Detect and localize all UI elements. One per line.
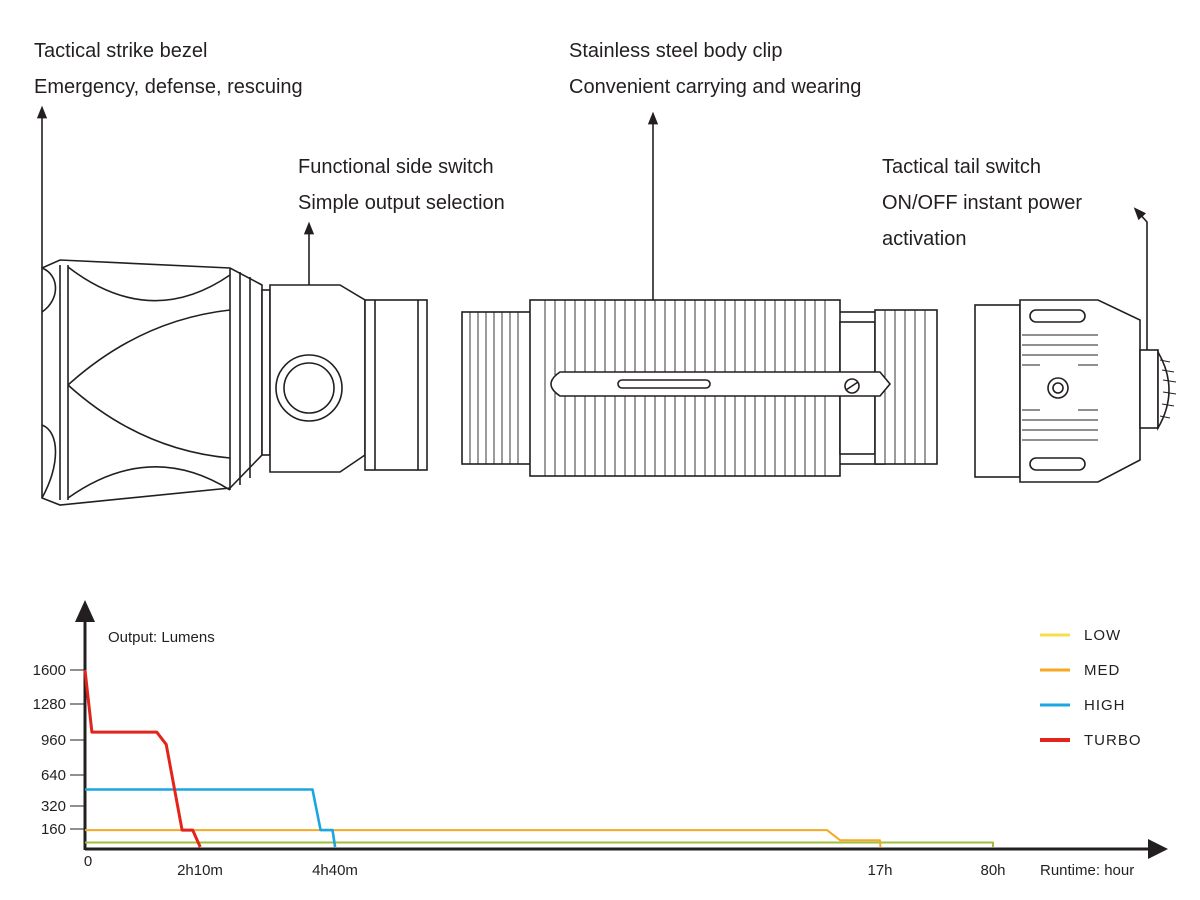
series-line-high: [85, 788, 337, 848]
x-tick-label: 17h: [867, 862, 892, 879]
chart-legend: LOW MED HIGH TURBO: [1040, 627, 1142, 749]
x-tick-label: 4h40m: [312, 862, 358, 879]
callout-tail-switch: Tactical tail switch ON/OFF instant powe…: [882, 149, 1082, 257]
head-section: [41, 259, 428, 506]
series-line-med: [85, 829, 882, 848]
y-tick-label: 1600: [33, 662, 66, 679]
x-tick-label: 0: [84, 853, 92, 870]
callout-body-clip-title: Stainless steel body clip: [569, 40, 783, 62]
series-line-turbo: [83, 669, 202, 848]
callout-side-switch-title: Functional side switch: [298, 156, 494, 178]
x-axis-label: Runtime: hour: [1040, 862, 1134, 879]
callout-tail-switch-desc: ON/OFF instant power: [882, 192, 1083, 214]
callout-body-clip: Stainless steel body clip Convenient car…: [569, 33, 861, 105]
y-tick-label: 1280: [33, 696, 66, 713]
series-lines: [83, 669, 994, 848]
tail-switch-arrow: [1133, 207, 1148, 355]
y-axis-arrow: [75, 600, 95, 622]
x-tick-label: 80h: [980, 862, 1005, 879]
body-clip: [550, 371, 892, 397]
legend-label-med: MED: [1084, 662, 1120, 679]
series-line-low: [85, 841, 994, 847]
legend-label-high: HIGH: [1084, 697, 1126, 714]
y-tick-label: 320: [41, 798, 66, 815]
callout-bezel-desc: Emergency, defense, rescuing: [34, 76, 303, 98]
y-tick-label: 960: [41, 732, 66, 749]
legend-label-low: LOW: [1084, 627, 1121, 644]
callout-tail-switch-title: Tactical tail switch: [882, 156, 1041, 178]
chart-axes: [75, 600, 1168, 859]
x-ticks: 0 2h10m 4h40m 17h 80h: [84, 853, 1006, 879]
callout-tail-switch-desc-2: activation: [882, 228, 967, 250]
x-axis-arrow: [1148, 839, 1168, 859]
y-tick-label: 160: [41, 821, 66, 838]
flashlight-illustration: [36, 105, 1177, 506]
y-ticks: 1600 1280 960 640 320 160: [33, 662, 85, 838]
callout-bezel-title: Tactical strike bezel: [34, 40, 208, 62]
legend-label-turbo: TURBO: [1084, 732, 1142, 749]
callout-side-switch: Functional side switch Simple output sel…: [298, 149, 505, 221]
callout-side-switch-desc: Simple output selection: [298, 192, 505, 214]
y-tick-label: 640: [41, 767, 66, 784]
callout-bezel: Tactical strike bezel Emergency, defense…: [34, 33, 303, 105]
tail-cap: [974, 299, 1177, 483]
x-tick-label: 2h10m: [177, 862, 223, 879]
y-axis-label: Output: Lumens: [108, 629, 215, 646]
callout-body-clip-desc: Convenient carrying and wearing: [569, 76, 862, 98]
body-tube: [461, 299, 938, 477]
